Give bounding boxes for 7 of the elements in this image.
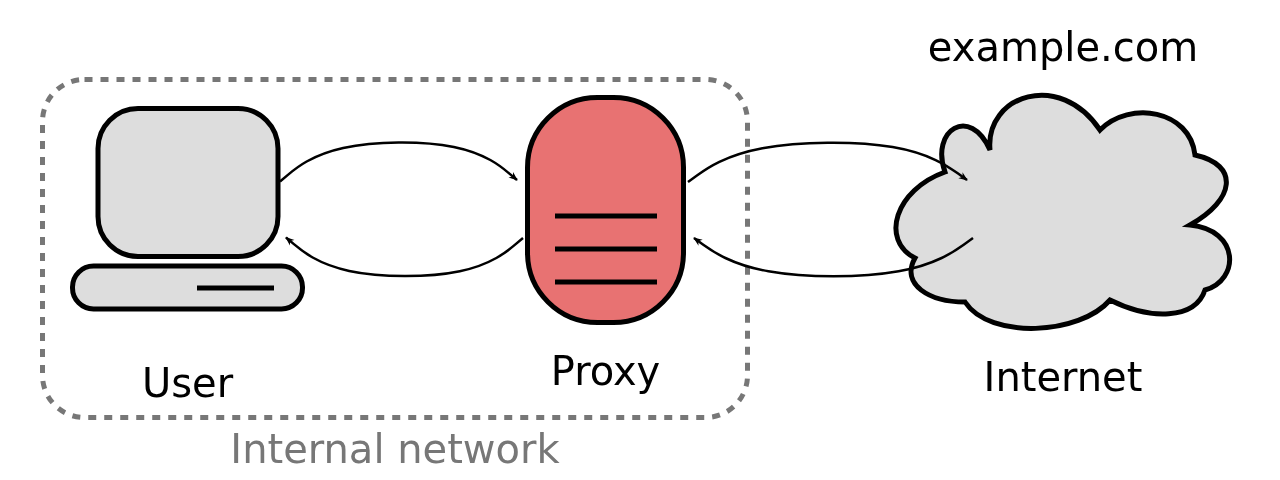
arrow [285, 236, 524, 278]
arrow [693, 237, 974, 278]
node-label: Internet [983, 357, 1143, 397]
arrow [687, 141, 968, 183]
node-label: User [141, 363, 234, 403]
group-label: Internal network [230, 429, 560, 469]
arrow [279, 141, 518, 183]
